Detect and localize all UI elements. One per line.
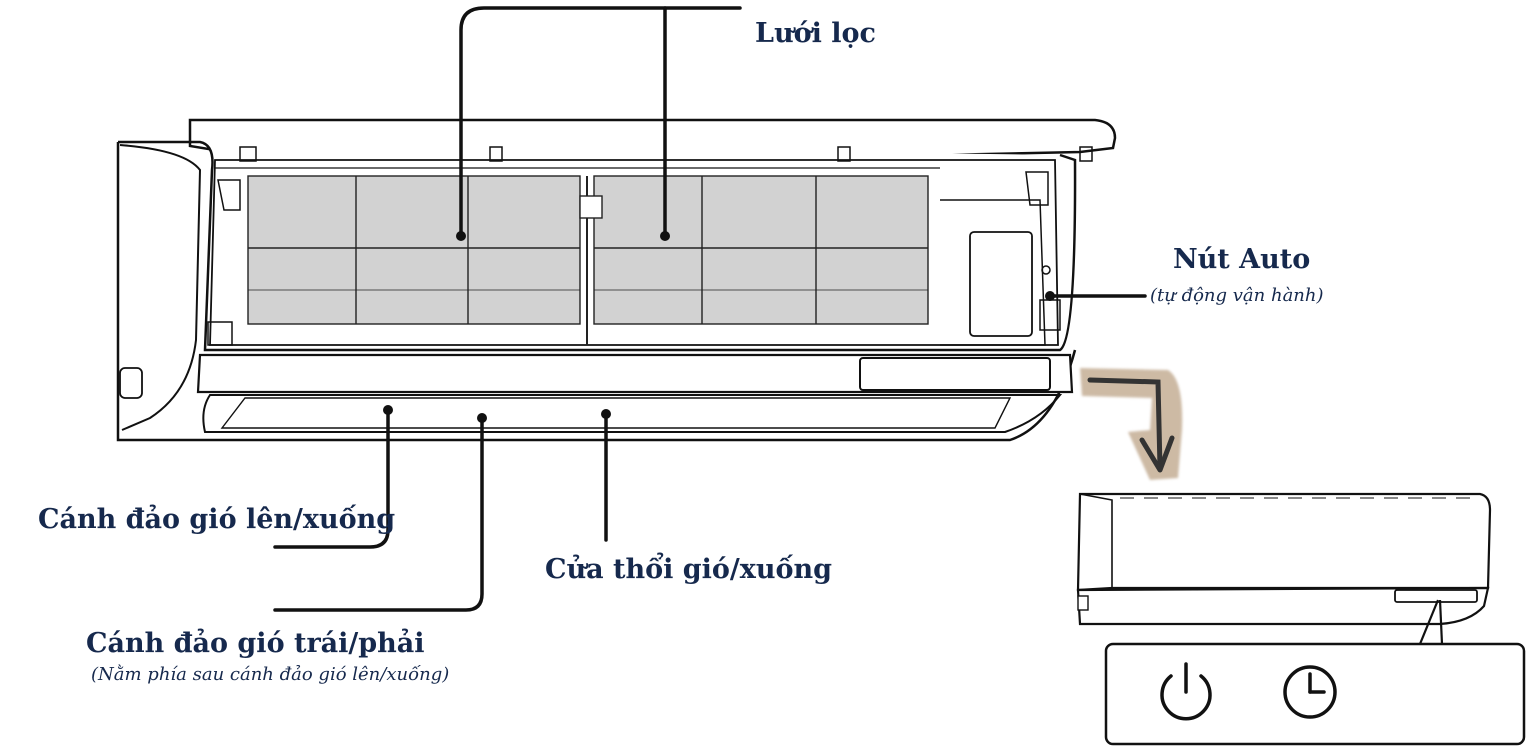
lower-front-panel [196, 353, 1074, 394]
control-panel-callout [1104, 642, 1526, 746]
louver [202, 394, 1063, 433]
transition-arrow [1080, 368, 1183, 480]
leader-lines [273, 6, 1147, 612]
power-icon [1160, 662, 1212, 721]
leader-filter-left [459, 6, 742, 238]
horizontal-louver-label: Cánh đảo gió trái/phải [86, 628, 425, 659]
closed-indoor-unit [1076, 492, 1492, 626]
display-window [859, 357, 1051, 391]
auto-button-note: (tự động vận hành) [1150, 285, 1324, 306]
auto-button-label: Nút Auto [1173, 244, 1311, 275]
vertical-louver-label: Cánh đảo gió lên/xuống [38, 504, 396, 535]
air-outlet-label: Cửa thổi gió/xuống [545, 554, 833, 585]
filter-label: Lưới lọc [755, 18, 876, 49]
leader-vertical-louver [273, 408, 390, 549]
air-filters [247, 175, 929, 345]
horizontal-louver-note: (Nằm phía sau cánh đảo gió lên/xuống) [91, 664, 450, 685]
leader-horizontal-louver [273, 416, 484, 612]
timer-icon [1283, 665, 1337, 719]
